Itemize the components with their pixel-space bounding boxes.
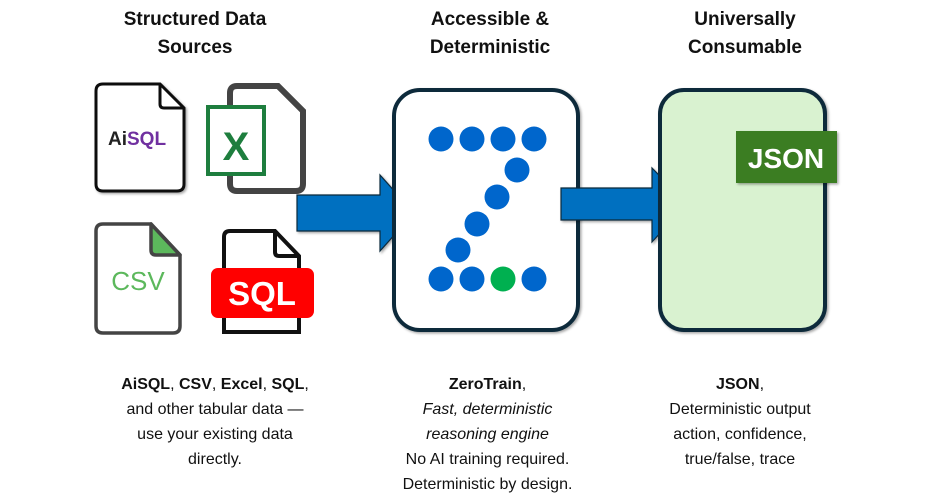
engine-box: [392, 88, 580, 332]
aisql-label: AiSQL: [108, 129, 166, 150]
heading-engine-line2: Deterministic: [429, 37, 551, 58]
heading-output-line2: Consumable: [687, 37, 803, 58]
csv-file-icon: CSV: [94, 222, 182, 335]
z-logo-dot: [459, 126, 485, 152]
caption-sources: AiSQL, CSV, Excel, SQL, and other tabula…: [90, 372, 340, 472]
heading-sources: Structured Data Sources: [95, 6, 295, 62]
z-logo-dot: [521, 126, 547, 152]
sql-label: SQL: [228, 275, 296, 312]
caption-output: JSON, Deterministic output action, confi…: [640, 372, 840, 472]
json-badge-label: JSON: [748, 143, 824, 174]
zerotrain-z-logo: [428, 126, 547, 292]
caption-sources-line3: use your existing data: [137, 426, 293, 443]
heading-output-line1: Universally: [694, 9, 796, 30]
heading-engine: Accessible & Deterministic: [390, 6, 590, 62]
caption-engine-line4: No AI training required.: [405, 451, 570, 468]
output-box: [658, 88, 827, 332]
z-logo-dot: [464, 211, 490, 237]
caption-sources-line2: and other tabular data —: [126, 401, 304, 418]
heading-sources-line2: Sources: [157, 37, 233, 58]
z-logo-dot: [484, 184, 510, 210]
caption-output-line2: Deterministic output: [669, 401, 811, 418]
z-logo-dot: [521, 266, 547, 292]
heading-engine-line1: Accessible &: [430, 9, 550, 30]
z-logo-dot: [490, 126, 516, 152]
caption-output-line4: true/false, trace: [684, 451, 796, 468]
excel-file-icon: X: [206, 83, 306, 194]
aisql-file-icon: [94, 82, 186, 193]
z-logo-dot: [428, 266, 454, 292]
caption-sources-line1: AiSQL, CSV, Excel, SQL,: [121, 376, 309, 393]
caption-engine-line1: ZeroTrain,: [448, 376, 527, 393]
excel-letter: X: [223, 125, 250, 169]
caption-engine: ZeroTrain, Fast, deterministic reasoning…: [380, 372, 595, 497]
z-logo-dot: [428, 126, 454, 152]
caption-engine-line3: reasoning engine: [426, 426, 549, 443]
z-logo-dot: [504, 157, 530, 183]
caption-engine-line2: Fast, deterministic: [422, 401, 553, 418]
csv-label: CSV: [111, 266, 165, 296]
z-logo-dot-green: [490, 266, 516, 292]
caption-output-line1: JSON,: [715, 376, 765, 393]
z-logo-dot: [445, 237, 471, 263]
sql-file-icon: SQL: [211, 229, 314, 334]
caption-sources-line4: directly.: [188, 451, 242, 468]
heading-sources-line1: Structured Data: [123, 9, 267, 30]
caption-output-line3: action, confidence,: [673, 426, 807, 443]
caption-engine-line5: Deterministic by design.: [402, 476, 573, 493]
json-badge: JSON: [736, 131, 837, 183]
heading-output: Universally Consumable: [645, 6, 845, 62]
z-logo-dot: [459, 266, 485, 292]
